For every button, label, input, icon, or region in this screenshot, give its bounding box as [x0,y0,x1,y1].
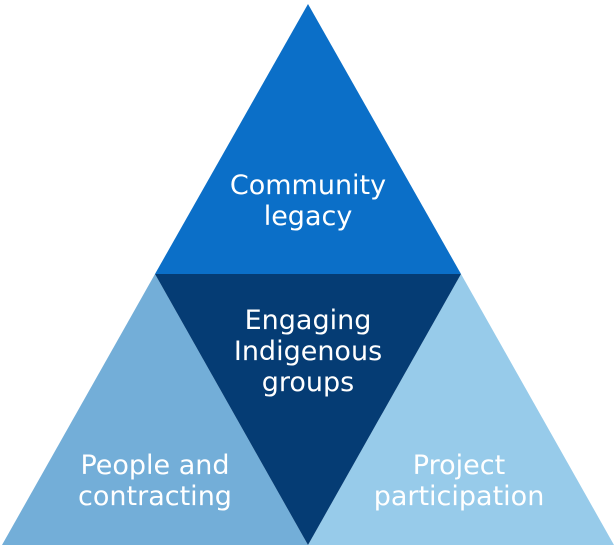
people-and-contracting-label-line-2: contracting [78,481,232,512]
engaging-indigenous-groups-label-line-1: Engaging [244,305,372,336]
segment-top-community-legacy [155,4,461,274]
segment-center-engaging-indigenous-groups [155,274,461,545]
segment-right-project-participation [308,274,614,545]
engaging-indigenous-groups-label-line-2: Indigenous [233,336,383,367]
people-and-contracting-label: People and contracting [20,450,290,512]
people-and-contracting-label-line-1: People and [80,450,230,481]
project-participation-label-line-1: Project [412,450,506,481]
segment-left-people-and-contracting [2,274,308,545]
community-legacy-label-line-2: legacy [263,201,353,232]
engaging-indigenous-groups-label: Engaging Indigenous groups [158,305,458,398]
community-legacy-label-line-1: Community [229,170,387,201]
project-participation-label: Project participation [324,450,594,512]
engaging-indigenous-groups-label-line-3: groups [261,367,355,398]
project-participation-label-line-2: participation [373,481,545,512]
community-legacy-label: Community legacy [158,170,458,232]
